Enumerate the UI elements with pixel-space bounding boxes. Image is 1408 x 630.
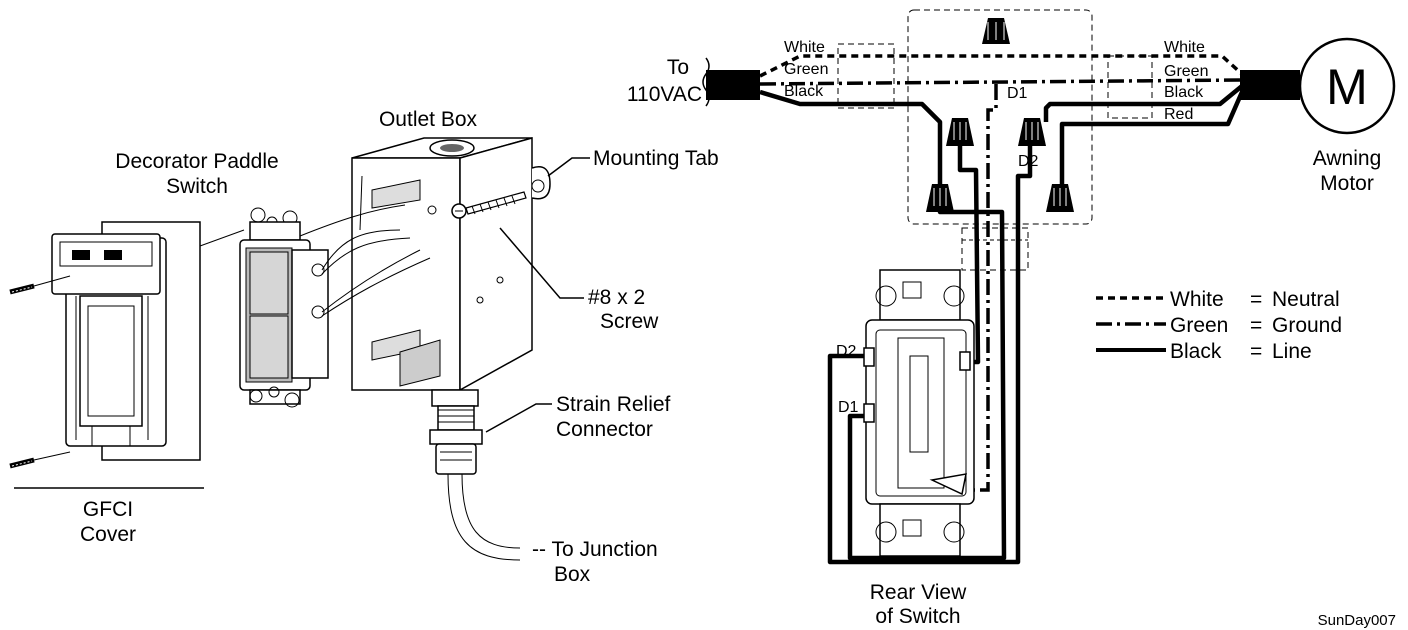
- strain-relief-connector: [429, 389, 521, 561]
- exploded-switch-assembly: [9, 137, 551, 561]
- screw-leader: [499, 227, 584, 299]
- wire-label-black-right: Black: [1164, 84, 1204, 101]
- to-110vac-label-1: To: [667, 56, 689, 79]
- figure-id: SunDay007: [1318, 612, 1396, 629]
- junction-d1-label: D1: [1007, 85, 1028, 102]
- screw-8x2: [451, 191, 527, 219]
- wire-white: [759, 54, 1244, 78]
- gfci-cover-label-2: Cover: [80, 523, 136, 546]
- motor-letter: M: [1326, 59, 1368, 115]
- decorator-paddle-switch-label-2: Switch: [166, 175, 228, 198]
- screw-label-2: Screw: [600, 310, 659, 333]
- decorator-paddle-switch: [239, 207, 329, 408]
- wire-label-green-left: Green: [784, 61, 828, 78]
- wire-nut: [982, 18, 1010, 44]
- wire-label-red-right: Red: [1164, 106, 1193, 123]
- legend-eq: =: [1250, 340, 1262, 363]
- gfci-cover-window: [79, 295, 143, 427]
- wire-label-black-left: Black: [784, 83, 824, 100]
- junction-box-outline: [907, 9, 1093, 225]
- legend-color-green: Green: [1170, 314, 1228, 337]
- wire-nut: [1046, 184, 1074, 212]
- to-110vac-label-2: 110VAC: [627, 83, 702, 106]
- switch-d1-label: D1: [838, 399, 859, 416]
- legend-meaning-ground: Ground: [1272, 314, 1342, 337]
- switch-d2-label: D2: [836, 343, 857, 360]
- cover-screw-top: [9, 275, 71, 295]
- wire-green: [759, 78, 1243, 86]
- outlet-box-label: Outlet Box: [379, 108, 478, 131]
- wire-nut: [946, 118, 974, 146]
- legend-row-line: Black = Line: [1096, 340, 1312, 363]
- legend-row-ground: Green = Ground: [1096, 314, 1342, 337]
- legend-eq: =: [1250, 288, 1262, 311]
- wire-nut: [926, 184, 954, 212]
- awning-motor-symbol: [1298, 37, 1396, 135]
- outlet-box: [351, 137, 551, 392]
- wire-label-white-right: White: [1164, 39, 1205, 56]
- strain-relief-label-2: Connector: [556, 418, 653, 441]
- rear-view-label-2: of Switch: [875, 605, 960, 628]
- legend-color-black: Black: [1170, 340, 1222, 363]
- legend: White = Neutral Green = Ground Black = L…: [1096, 288, 1342, 363]
- mounting-tab-leader: [547, 157, 590, 177]
- cover-screw-bottom: [9, 451, 71, 469]
- wiring-schematic: [702, 9, 1396, 565]
- strain-relief-label-1: Strain Relief: [556, 393, 671, 416]
- wire-nut: [1018, 118, 1046, 146]
- mounting-tab-label: Mounting Tab: [593, 147, 719, 170]
- legend-meaning-neutral: Neutral: [1272, 288, 1340, 311]
- switch-rear-view: [863, 269, 975, 557]
- awning-motor-label-2: Motor: [1320, 172, 1374, 195]
- rear-view-label-1: Rear View: [870, 581, 967, 604]
- gfci-cover-lid: [51, 233, 161, 295]
- cable-break-left: [702, 57, 710, 107]
- to-junction-box-label-1: -- To Junction: [532, 538, 658, 561]
- legend-meaning-line: Line: [1272, 340, 1312, 363]
- awning-motor-label-1: Awning: [1313, 147, 1382, 170]
- strain-relief-leader: [485, 403, 552, 433]
- wire-black: [759, 89, 943, 186]
- to-junction-box-label-2: Box: [554, 563, 591, 586]
- wire-label-white-left: White: [784, 39, 825, 56]
- screw-label-1: #8 x 2: [588, 286, 645, 309]
- wire-label-green-right: Green: [1164, 63, 1208, 80]
- gfci-cover-label-1: GFCI: [83, 498, 133, 521]
- legend-row-neutral: White = Neutral: [1096, 288, 1340, 311]
- legend-color-white: White: [1170, 288, 1224, 311]
- legend-eq: =: [1250, 314, 1262, 337]
- junction-d2-label: D2: [1018, 153, 1039, 170]
- decorator-paddle-switch-label-1: Decorator Paddle: [115, 150, 278, 173]
